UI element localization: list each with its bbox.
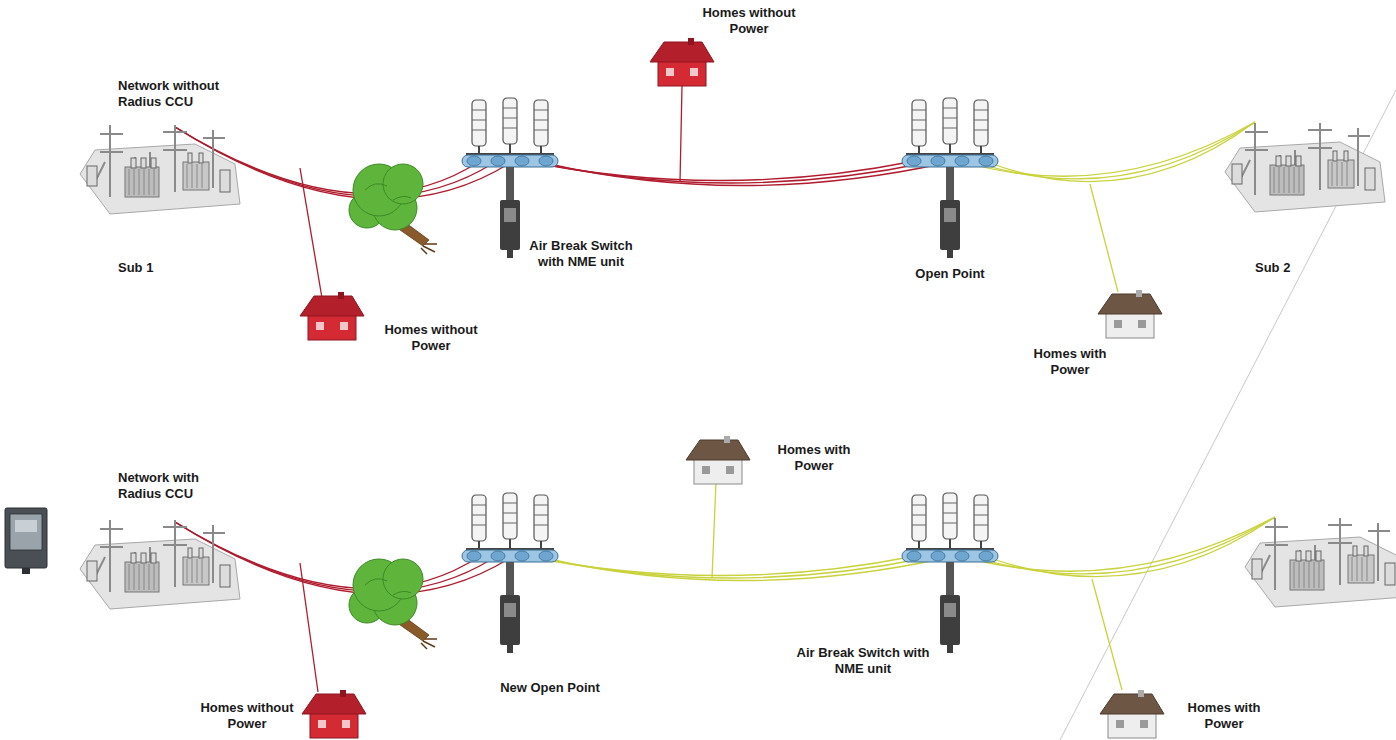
part-label: Sub 2 [1255,260,1305,276]
red-wires-bottom [175,522,510,692]
substation [80,125,240,214]
part-label: Sub 1 [118,260,178,276]
substation [1245,518,1396,607]
home-with-power [686,436,750,484]
air-break-switch [902,493,998,653]
red-wires-top [175,86,945,298]
part-label: Homes without Power [696,5,802,36]
fallen-tree [349,164,437,254]
part-label: Homes with Power [1172,700,1276,731]
fallen-tree [349,559,437,649]
part-label: Air Break Switch with NME unit [796,645,930,676]
part-label: Homes without Power [378,322,484,353]
home-with-power [1100,690,1164,738]
home-with-power [1098,290,1162,338]
part-label: Homes without Power [194,700,300,731]
home-without-power [302,690,366,738]
part-label: Network with Radius CCU [118,470,240,501]
air-break-switch [902,98,998,258]
divider-line [1060,90,1396,740]
radius-ccu-cabinet [5,508,47,574]
home-without-power [650,38,714,86]
part-label: Air Break Switch with NME unit [522,238,640,269]
part-label: Open Point [900,266,1000,282]
substation [1225,123,1385,212]
part-label: Network without Radius CCU [118,78,240,109]
green-wires-top [960,122,1255,292]
home-without-power [300,292,364,340]
part-label: New Open Point [492,680,608,696]
substation [80,520,240,609]
green-wires-bottom [525,482,1275,690]
part-label: Homes with Power [1018,346,1122,377]
air-break-switch [462,98,558,258]
part-label: Homes with Power [766,442,862,473]
air-break-switch [462,493,558,653]
